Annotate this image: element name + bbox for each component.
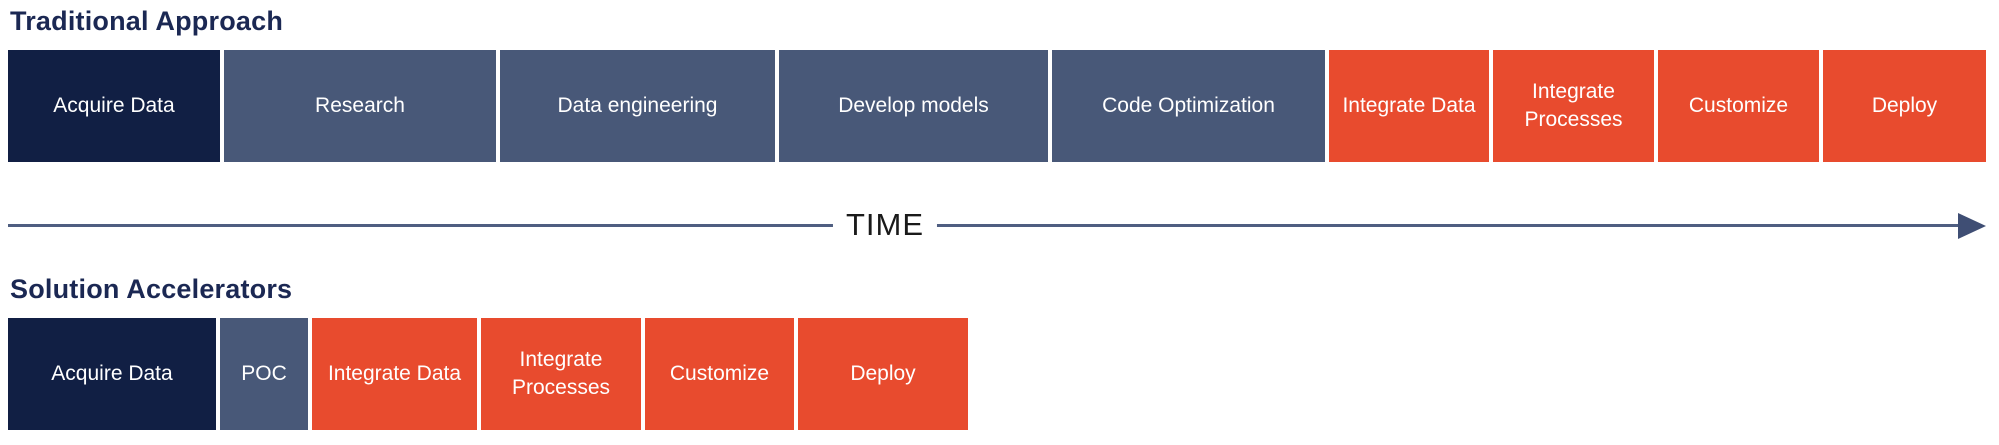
block-customize: Customize: [645, 318, 794, 430]
time-label: TIME: [832, 206, 938, 244]
block-integrate-data: Integrate Data: [1329, 50, 1489, 162]
block-label: Integrate Processes: [1524, 80, 1623, 131]
block-label: POC: [241, 362, 287, 385]
block-acquire-data: Acquire Data: [8, 318, 216, 430]
block-integrate-processes: Integrate Processes: [1493, 50, 1654, 162]
block-code-optimization: Code Optimization: [1052, 50, 1325, 162]
solution-accelerators-title: Solution Accelerators: [10, 274, 293, 304]
block-label: Code Optimization: [1102, 94, 1275, 117]
block-label: Data engineering: [557, 94, 718, 117]
block-label: Customize: [669, 362, 770, 385]
arrow-right-icon: [1958, 212, 1986, 239]
block-develop-models: Develop models: [779, 50, 1048, 162]
block-research: Research: [224, 50, 496, 162]
block-poc: POC: [220, 318, 308, 430]
block-deploy: Deploy: [1823, 50, 1986, 162]
block-label: Integrate Data: [1342, 94, 1476, 117]
accelerators-row: Acquire Data POC Integrate Data Integrat…: [8, 318, 968, 430]
block-label: Acquire Data: [51, 362, 173, 385]
block-integrate-processes: Integrate Processes: [481, 318, 641, 430]
block-label: Acquire Data: [53, 94, 175, 117]
block-deploy: Deploy: [798, 318, 968, 430]
block-acquire-data: Acquire Data: [8, 50, 220, 162]
block-label: Deploy: [850, 362, 916, 385]
time-axis-line: [8, 224, 1964, 227]
block-label: Integrate Data: [327, 362, 462, 385]
traditional-approach-title: Traditional Approach: [10, 6, 284, 36]
block-label: Research: [315, 94, 405, 117]
block-label: Deploy: [1871, 94, 1938, 117]
block-label: Integrate Processes: [511, 348, 611, 399]
block-label: Develop models: [838, 94, 989, 117]
block-label: Customize: [1688, 94, 1789, 117]
block-customize: Customize: [1658, 50, 1819, 162]
block-data-engineering: Data engineering: [500, 50, 775, 162]
block-integrate-data: Integrate Data: [312, 318, 477, 430]
traditional-row: Acquire Data Research Data engineering D…: [8, 50, 1986, 162]
